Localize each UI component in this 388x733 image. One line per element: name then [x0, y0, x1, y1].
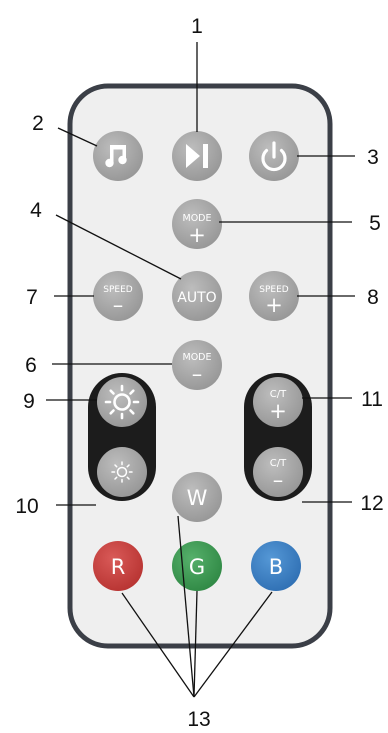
mode-minus-sign: –: [192, 362, 203, 386]
callout-6: 6: [25, 354, 37, 377]
callout-8: 8: [367, 286, 379, 309]
mode-plus-sign: +: [188, 223, 206, 247]
leader-line-13-g: [193, 590, 198, 698]
brightness-down-button[interactable]: [97, 447, 147, 497]
callout-2: 2: [32, 112, 44, 135]
leader-line-13-w: [177, 515, 195, 698]
speed-plus-label: SPEED: [259, 285, 289, 295]
callout-5: 5: [369, 212, 381, 235]
blue-label: B: [269, 555, 283, 579]
leader-line-13-r: [121, 592, 195, 698]
callout-13: 13: [187, 708, 210, 731]
white-button[interactable]: W: [172, 472, 222, 522]
speed-minus-sign: –: [113, 293, 124, 317]
speed-minus-button[interactable]: SPEED –: [93, 271, 143, 321]
mode-plus-button[interactable]: MODE +: [172, 199, 222, 249]
power-button[interactable]: [249, 131, 299, 181]
sun-large-icon: [104, 384, 140, 420]
play-pause-button[interactable]: [172, 131, 222, 181]
mode-minus-button[interactable]: MODE –: [172, 340, 222, 390]
callout-12: 12: [360, 492, 383, 515]
red-button[interactable]: R: [93, 541, 143, 591]
ct-plus-sign: +: [269, 399, 287, 423]
callout-3: 3: [367, 146, 379, 169]
callout-9: 9: [23, 390, 35, 413]
play-pause-icon: [186, 144, 208, 168]
music-button[interactable]: [93, 131, 143, 181]
leader-line-2: [57, 127, 98, 147]
callout-1: 1: [191, 15, 203, 38]
power-icon: [261, 141, 287, 172]
ct-minus-button[interactable]: C/T –: [253, 447, 303, 497]
green-label: G: [189, 555, 205, 579]
ct-plus-button[interactable]: C/T +: [253, 377, 303, 427]
callout-4: 4: [30, 199, 42, 222]
speed-plus-sign: +: [265, 293, 283, 317]
mode-minus-label: MODE: [183, 352, 212, 363]
speed-minus-label: SPEED: [103, 285, 133, 295]
auto-button[interactable]: AUTO: [172, 271, 222, 321]
sun-small-icon: [111, 461, 133, 483]
callout-10: 10: [15, 495, 38, 518]
mode-plus-label: MODE: [183, 213, 212, 224]
auto-label: AUTO: [177, 290, 216, 306]
leader-lines: [46, 42, 355, 698]
music-note-icon: [105, 145, 127, 168]
red-label: R: [111, 555, 126, 579]
leader-line-4: [55, 214, 182, 280]
speed-plus-button[interactable]: SPEED +: [249, 271, 299, 321]
green-button[interactable]: G: [172, 541, 222, 591]
white-label: W: [187, 486, 208, 510]
ct-minus-sign: –: [273, 468, 284, 492]
ct-minus-label: C/T: [270, 458, 287, 469]
blue-button[interactable]: B: [251, 541, 301, 591]
ct-plus-label: C/T: [270, 389, 287, 400]
callout-11: 11: [361, 388, 383, 411]
callout-labels: 1 2 3 4 5 6 7 8 9 10 11 12 13: [15, 15, 383, 731]
leader-line-13-b: [193, 591, 273, 698]
callout-7: 7: [26, 286, 38, 309]
brightness-up-button[interactable]: [97, 377, 147, 427]
